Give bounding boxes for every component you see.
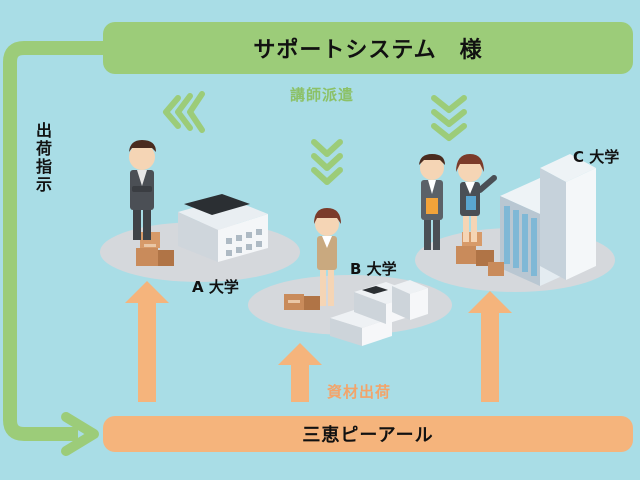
instruction-flow-arrow [3, 41, 110, 456]
dispatch-label: 講師派遣 [290, 86, 355, 104]
top-banner-text: サポートシステム 様 [253, 38, 483, 63]
person-c-woman [456, 154, 497, 242]
building-c [500, 154, 596, 286]
top-banner: サポートシステム 様 [103, 22, 633, 74]
person-c-man [419, 154, 445, 250]
boxes-a [136, 232, 174, 266]
bottom-banner-text: 三恵ピーアール [302, 425, 434, 446]
boxes-b [284, 294, 320, 310]
instruction-label: 出荷指示 [33, 122, 52, 194]
dispatch-chevrons-left [163, 91, 205, 133]
dispatch-chevrons-center [311, 139, 343, 185]
university-b-label: B 大学 [350, 260, 397, 278]
bottom-banner: 三恵ピーアール [103, 416, 633, 452]
person-a [129, 140, 156, 240]
building-a [178, 194, 268, 262]
shipment-label: 資材出荷 [327, 383, 392, 401]
dispatch-chevrons-right [431, 95, 467, 141]
person-b [314, 208, 341, 306]
university-a-label: A 大学 [192, 278, 239, 296]
building-b [330, 280, 428, 346]
university-c-label: C 大学 [573, 148, 620, 166]
shipment-arrows [125, 281, 512, 402]
